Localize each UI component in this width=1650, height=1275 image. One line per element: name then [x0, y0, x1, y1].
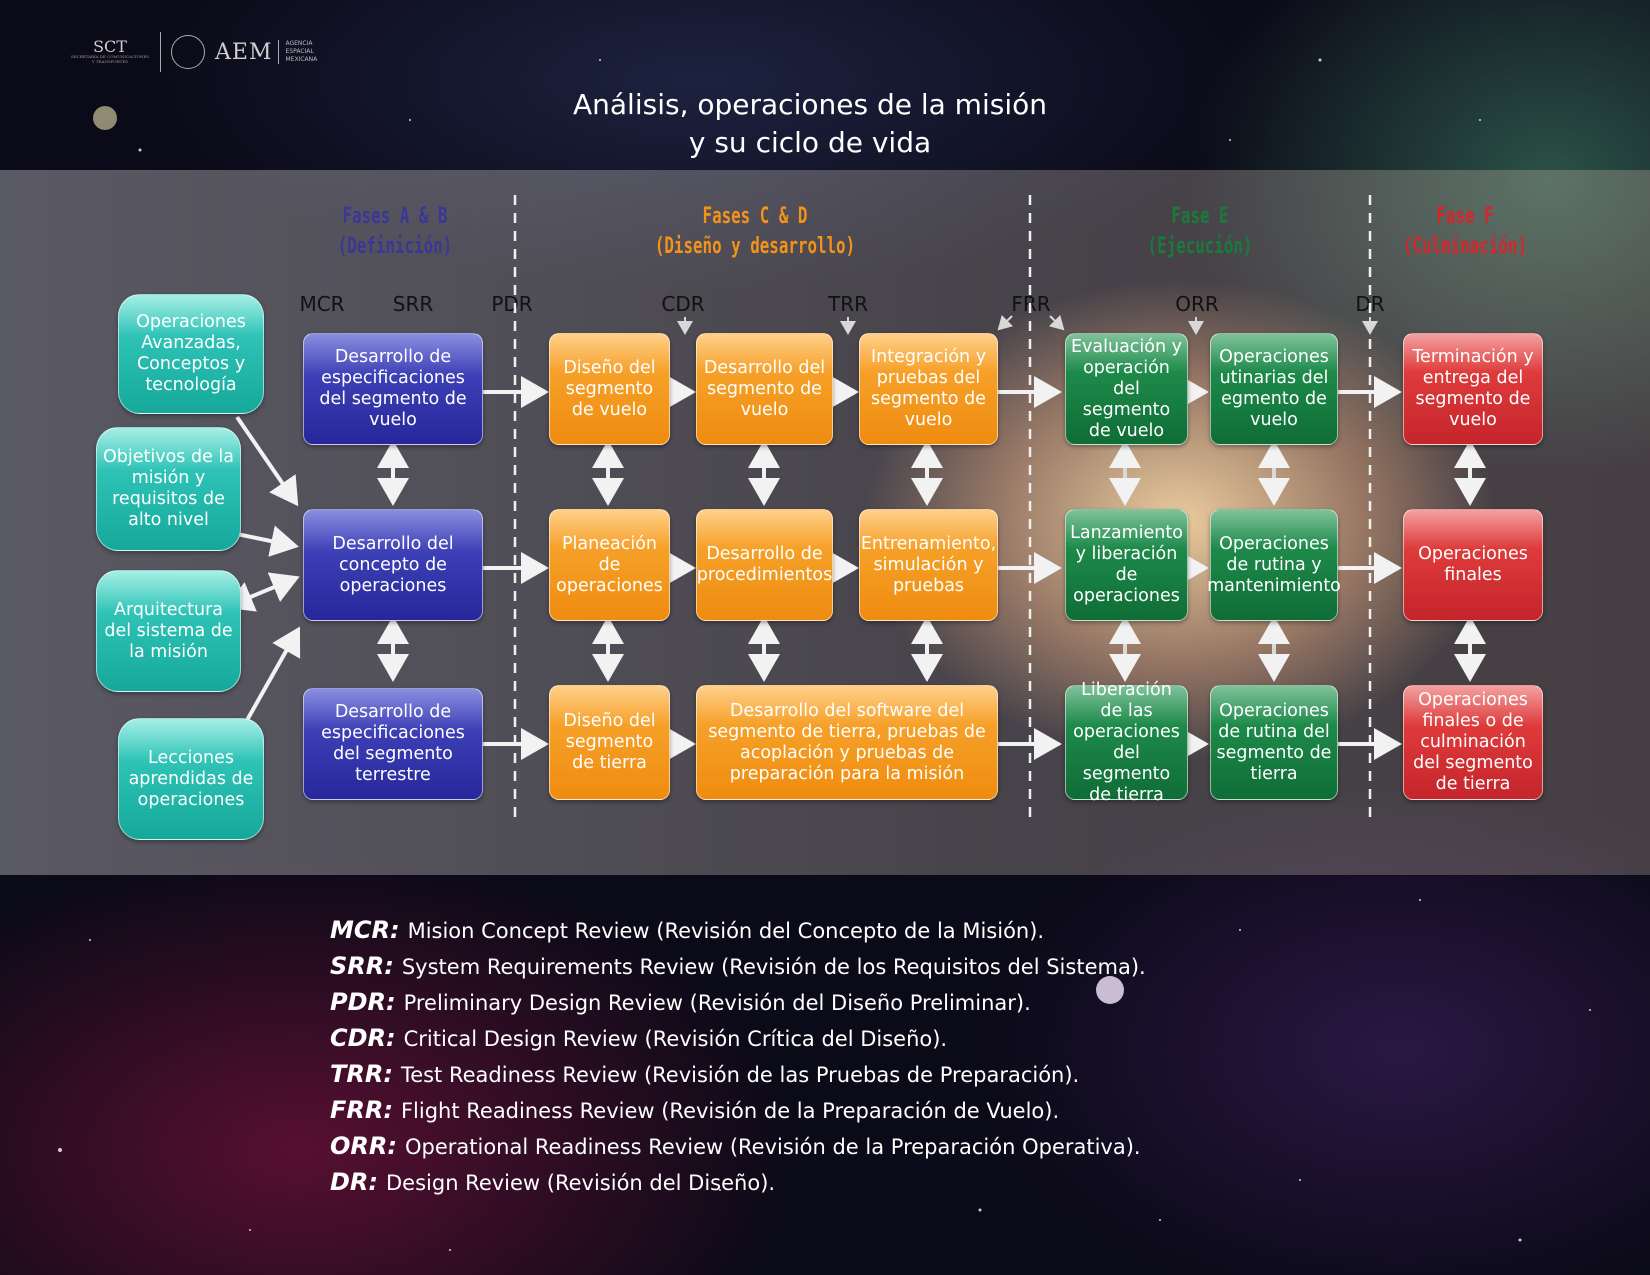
milestone-orr: ORR [1175, 292, 1219, 316]
legend-row: SRR: System Requirements Review (Revisión… [330, 949, 1146, 985]
sct-logo-subtext: SECRETARÍA DE COMUNICACIONES Y TRANSPORT… [70, 54, 150, 64]
legend-row: TRR: Test Readiness Review (Revisión de l… [330, 1057, 1146, 1093]
input-system-architecture: Arquitectura del sistema de la misión [96, 570, 241, 692]
box-training-simulation: Entrenamiento, simulación y pruebas [859, 509, 998, 621]
horizontal-arrows [483, 376, 1402, 760]
phase-f-header: Fase F (Culminación) [1397, 202, 1534, 262]
phase-sub: (Ejecución) [1147, 234, 1253, 259]
sct-logo-text: SCT [93, 37, 127, 56]
vertical-double-arrows [377, 440, 1486, 682]
input-lessons-learned: Lecciones aprendidas de operaciones [118, 718, 264, 840]
legend-abbr: SRR: [330, 952, 394, 980]
milestone-mcr: MCR [299, 292, 345, 316]
legend-abbr: PDR: [330, 988, 396, 1016]
box-flight-segment-termination: Terminación y entrega del segmento de vu… [1403, 333, 1543, 445]
aem-logo-text: AEM [215, 39, 273, 65]
legend-abbr: DR: [330, 1168, 378, 1196]
phase-name: Fases A & B [342, 204, 448, 229]
legend-row: PDR: Preliminary Design Review (Revisión … [330, 985, 1146, 1021]
box-flight-evaluation-operation: Evaluación y operación del segmento de v… [1065, 333, 1188, 445]
legend-text: Test Readiness Review (Revisión de las P… [400, 1063, 1080, 1087]
legend-row: FRR: Flight Readiness Review (Revisión de… [330, 1093, 1146, 1129]
legend-text: Design Review (Revisión del Diseño). [386, 1171, 776, 1195]
box-ground-operations-release: Liberación de las operaciones del segmen… [1065, 680, 1188, 805]
phase-e-header: Fase E (Ejecución) [1135, 202, 1265, 262]
legend-text: Preliminary Design Review (Revisión del … [403, 991, 1031, 1015]
input-advanced-operations: Operaciones Avanzadas, Conceptos y tecno… [118, 294, 264, 414]
legend-row: MCR: Mision Concept Review (Revisión del … [330, 913, 1146, 949]
legend-text: System Requirements Review (Revisión de … [401, 955, 1146, 979]
box-final-operations: Operaciones finales [1403, 509, 1543, 621]
box-flight-segment-design: Diseño del segmento de vuelo [549, 333, 670, 445]
box-ground-routine-operations: Operaciones de rutina del segmento de ti… [1210, 685, 1338, 800]
legend-abbr: TRR: [330, 1060, 393, 1088]
milestone-cdr: CDR [661, 292, 705, 316]
title-line-2: y su ciclo de vida [688, 126, 932, 159]
legend-text: Operational Readiness Review (Revisión d… [404, 1135, 1141, 1159]
phase-cd-header: Fases C & D (Diseño y desarrollo) [636, 202, 874, 262]
phase-sub: (Diseño y desarrollo) [654, 234, 856, 259]
national-seal-icon [171, 35, 205, 69]
box-ground-segment-design: Diseño del segmento de tierra [549, 685, 670, 800]
milestone-tick-arrows [677, 314, 1378, 335]
phase-name: Fase F [1436, 204, 1494, 229]
phase-ab-header: Fases A & B (Definición) [319, 202, 470, 262]
legend-abbr: CDR: [330, 1024, 396, 1052]
aem-sub-line: AGENCIA [285, 40, 313, 47]
box-procedures-development: Desarrollo de procedimientos [696, 509, 833, 621]
aem-sub-line: ESPACIAL [285, 48, 314, 55]
box-flight-segment-specs: Desarrollo de especificaciones del segme… [303, 333, 483, 445]
milestone-trr: TRR [827, 292, 868, 316]
title-line-1: Análisis, operaciones de la misión [573, 88, 1047, 121]
agency-logos: SCT SECRETARÍA DE COMUNICACIONES Y TRANS… [70, 32, 317, 72]
vertical-double-arrows-light [1109, 440, 1290, 682]
box-ground-segment-culmination: Operaciones finales o de culminación del… [1403, 685, 1543, 800]
box-flight-routine-operations: Operaciones utinarias del egmento de vue… [1210, 333, 1338, 445]
box-flight-segment-development: Desarrollo del segmento de vuelo [696, 333, 833, 445]
aem-logo-subtext: AGENCIA ESPACIAL MEXICANA [278, 40, 317, 64]
acronym-legend: MCR: Mision Concept Review (Revisión del … [330, 913, 1146, 1201]
legend-abbr: ORR: [330, 1132, 397, 1160]
legend-text: Critical Design Review (Revisión Crítica… [403, 1027, 948, 1051]
box-operations-planning: Planeación de operaciones [549, 509, 670, 621]
phase-name: Fase E [1171, 204, 1229, 229]
milestone-pdr: PDR [491, 292, 533, 316]
page-title: Análisis, operaciones de la misión y su … [450, 86, 1170, 162]
legend-text: Flight Readiness Review (Revisión de la … [400, 1099, 1060, 1123]
box-ground-segment-specs: Desarrollo de especificaciones del segme… [303, 688, 483, 800]
milestone-srr: SRR [392, 292, 434, 316]
legend-abbr: FRR: [330, 1096, 393, 1124]
box-launch-operations-release: Lanzamiento y liberación de operaciones [1065, 509, 1188, 621]
legend-row: DR: Design Review (Revisión del Diseño). [330, 1165, 1146, 1201]
sct-logo: SCT SECRETARÍA DE COMUNICACIONES Y TRANS… [70, 37, 150, 65]
box-routine-maintenance: Operaciones de rutina y mantenimiento [1207, 509, 1341, 621]
phase-sub: (Culminación) [1403, 234, 1527, 259]
legend-row: ORR: Operational Readiness Review (Revisi… [330, 1129, 1146, 1165]
phase-sub: (Definición) [337, 234, 453, 259]
box-flight-integration-tests: Integración y pruebas del segmento de vu… [859, 333, 998, 445]
aem-sub-line: MEXICANA [285, 56, 318, 63]
logo-divider [160, 32, 161, 72]
legend-text: Mision Concept Review (Revisión del Conc… [407, 919, 1045, 943]
box-ground-software-development: Desarrollo del software del segmento de … [696, 685, 998, 800]
phase-dividers [513, 195, 1372, 820]
box-operations-concept: Desarrollo del concepto de operaciones [303, 509, 483, 621]
phase-name: Fases C & D [702, 204, 808, 229]
input-mission-objectives: Objetivos de la misión y requisitos de a… [96, 427, 241, 551]
input-arrows [224, 415, 301, 723]
legend-row: CDR: Critical Design Review (Revisión Crí… [330, 1021, 1146, 1057]
legend-abbr: MCR: [330, 916, 400, 944]
